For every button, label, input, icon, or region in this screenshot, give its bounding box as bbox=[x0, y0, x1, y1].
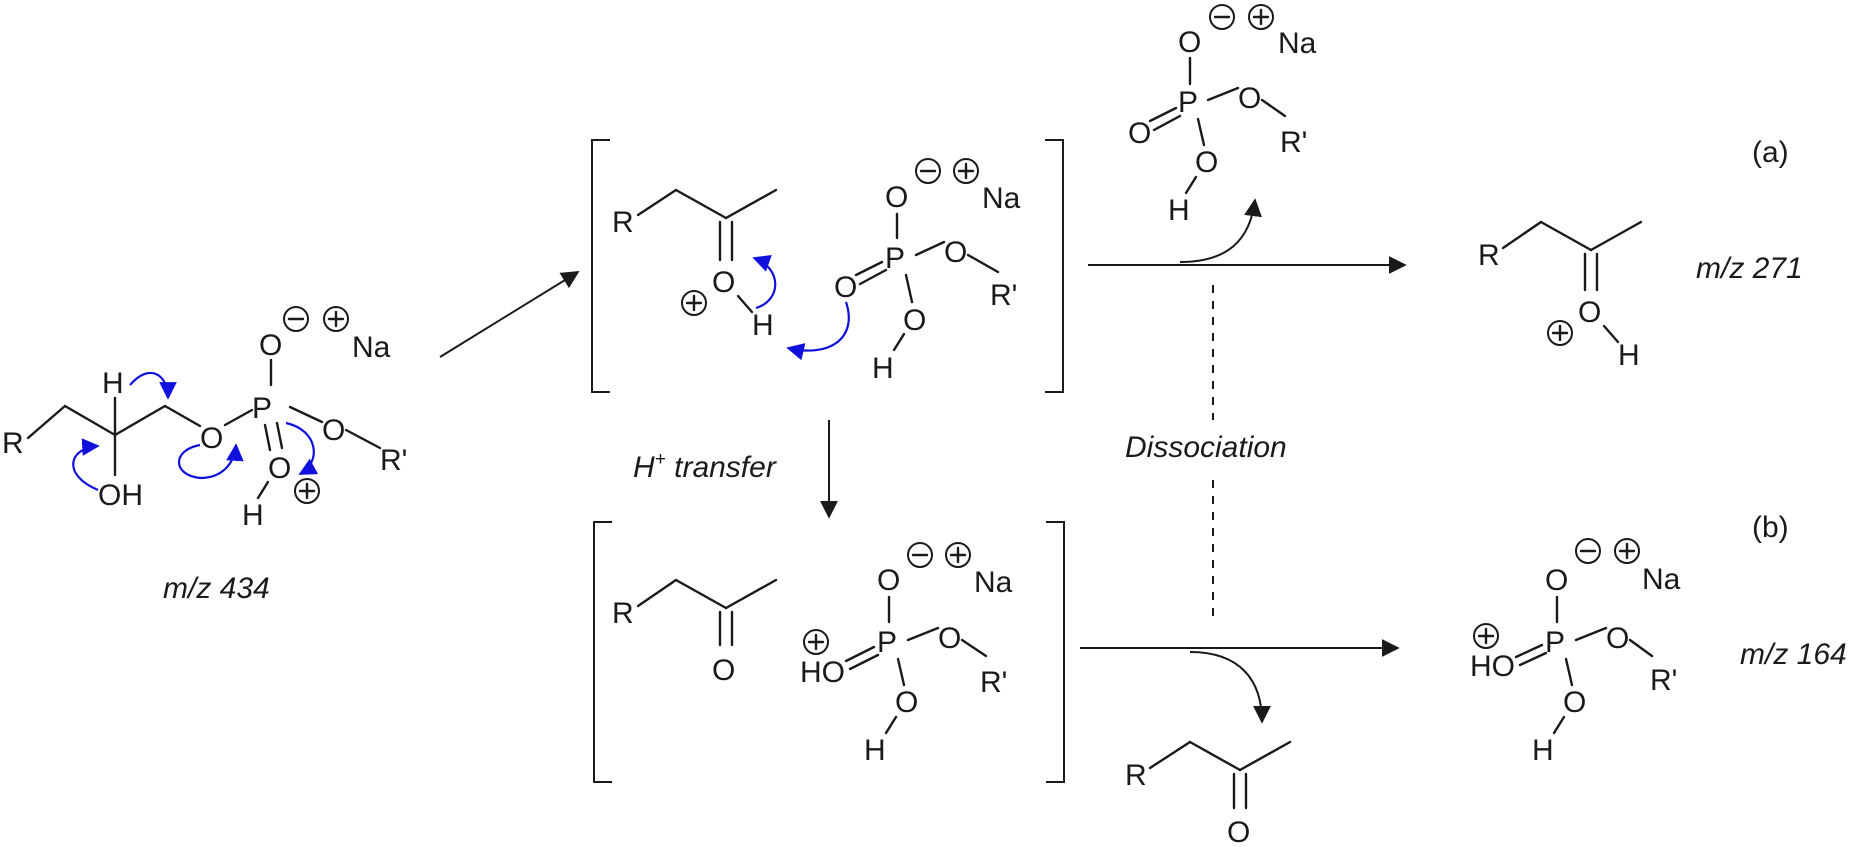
atom-p: P bbox=[1178, 86, 1198, 119]
atom-p: P bbox=[877, 626, 897, 659]
atom-o: O bbox=[1238, 82, 1261, 115]
atom-p: P bbox=[1545, 626, 1565, 659]
dissociation-label: Dissociation bbox=[1125, 431, 1287, 464]
reactant-molecule: R H OH O P O Na O R' O H m bbox=[2, 306, 407, 605]
intermediate-a-complex: R O H O P Na O O R' O H bbox=[591, 139, 1064, 393]
atom-o: O bbox=[200, 422, 223, 455]
atom-h: H bbox=[102, 367, 124, 400]
atom-h: H bbox=[1618, 339, 1640, 372]
atom-h: H bbox=[752, 309, 774, 342]
atom-na: Na bbox=[352, 331, 391, 364]
atom-o: O bbox=[834, 271, 857, 304]
atom-o: O bbox=[1178, 26, 1201, 59]
h-transfer-label: H+ transfer bbox=[633, 449, 777, 484]
path-b-label: (b) bbox=[1752, 511, 1789, 544]
atom-o: O bbox=[877, 564, 900, 597]
atom-r: R bbox=[2, 427, 24, 460]
atom-r-prime: R' bbox=[980, 666, 1007, 699]
atom-h: H bbox=[864, 734, 886, 767]
atom-na: Na bbox=[982, 182, 1021, 215]
atom-h: H bbox=[1532, 734, 1554, 767]
atom-o: O bbox=[1545, 564, 1568, 597]
atom-o: O bbox=[712, 654, 735, 687]
atom-h: H bbox=[1168, 194, 1190, 227]
atom-o: O bbox=[895, 686, 918, 719]
atom-o: O bbox=[712, 266, 735, 299]
atom-o: O bbox=[885, 181, 908, 214]
atom-oh: OH bbox=[98, 479, 143, 512]
path-a-label: (a) bbox=[1752, 136, 1789, 169]
h-transfer-word: transfer bbox=[666, 451, 777, 484]
proton-transfer-step: H+ transfer bbox=[633, 420, 838, 519]
leaving-group-arrow-b bbox=[1189, 651, 1271, 724]
atom-h: H bbox=[872, 352, 894, 385]
atom-na: Na bbox=[1642, 563, 1681, 596]
atom-r-prime: R' bbox=[990, 279, 1017, 312]
mz-164-label: m/z 164 bbox=[1740, 638, 1847, 671]
mz-271-label: m/z 271 bbox=[1696, 252, 1803, 285]
atom-o: O bbox=[1563, 686, 1586, 719]
dissociation-marker: Dissociation bbox=[1125, 285, 1287, 620]
atom-r: R bbox=[1125, 759, 1147, 792]
atom-p: P bbox=[885, 242, 905, 275]
atom-o: O bbox=[944, 236, 967, 269]
pathway-a: O P Na O O R' O H R O H m/z 271 (a) bbox=[1088, 4, 1803, 372]
reaction-arrow-to-intermediate-a bbox=[439, 271, 580, 358]
atom-o: O bbox=[903, 304, 926, 337]
atom-o: O bbox=[268, 452, 291, 485]
atom-o: O bbox=[1128, 117, 1151, 150]
atom-o: O bbox=[322, 414, 345, 447]
leaving-group-arrow-a bbox=[1179, 198, 1262, 263]
atom-r-prime: R' bbox=[1650, 664, 1677, 697]
atom-h: H bbox=[242, 499, 264, 532]
h-transfer-sup: + bbox=[655, 449, 666, 470]
atom-ho: HO bbox=[800, 656, 845, 689]
atom-na: Na bbox=[1278, 27, 1317, 60]
atom-o: O bbox=[938, 622, 961, 655]
atom-r-prime: R' bbox=[380, 444, 407, 477]
atom-r-prime: R' bbox=[1280, 126, 1307, 159]
mz-434-label: m/z 434 bbox=[163, 572, 270, 605]
atom-o: O bbox=[259, 329, 282, 362]
atom-na: Na bbox=[974, 566, 1013, 599]
atom-r: R bbox=[612, 206, 634, 239]
atom-o: O bbox=[1195, 146, 1218, 179]
atom-r: R bbox=[1478, 239, 1500, 272]
pathway-b: R O O P Na HO O R' O H m/z 164 (b) bbox=[1080, 511, 1847, 847]
atom-ho: HO bbox=[1470, 650, 1515, 683]
atom-o: O bbox=[1606, 622, 1629, 655]
intermediate-b-complex: R O O P Na HO O R' O H bbox=[593, 521, 1065, 783]
h-transfer-h: H bbox=[633, 451, 655, 484]
atom-o: O bbox=[1227, 816, 1250, 847]
atom-p: P bbox=[252, 392, 272, 425]
atom-o: O bbox=[1578, 296, 1601, 329]
atom-r: R bbox=[612, 597, 634, 630]
